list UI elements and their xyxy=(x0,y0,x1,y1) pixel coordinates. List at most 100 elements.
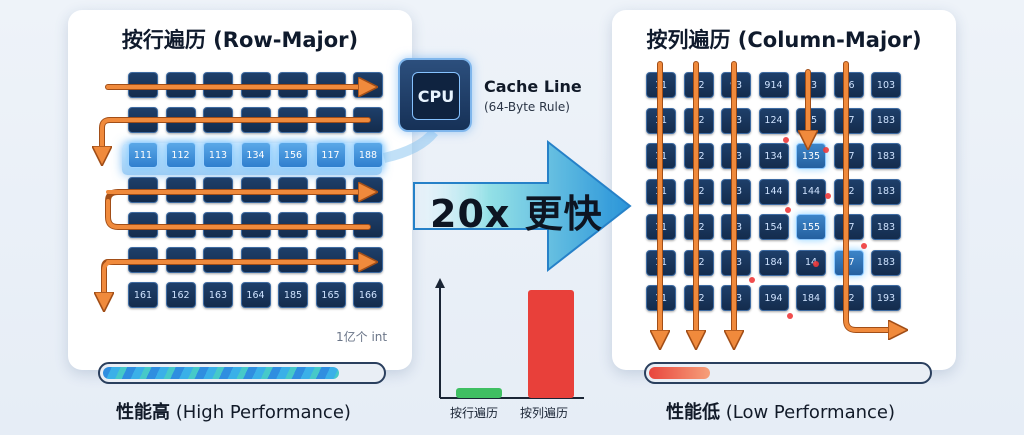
high-performance-label-cn: 性能高 xyxy=(116,402,170,423)
grid-cell: 11 xyxy=(646,214,676,240)
cpu-chip-label: CPU xyxy=(412,72,460,120)
grid-cell: 12 xyxy=(833,178,864,205)
high-performance-fill xyxy=(103,367,339,379)
grid-cell: 165 xyxy=(315,282,346,308)
grid-cell: 156 xyxy=(278,142,308,168)
speedup-label: 20x 更快 xyxy=(430,192,603,236)
grid-cell: 914 xyxy=(758,72,789,98)
grid-cell xyxy=(278,107,308,133)
cache-line-title: Cache Line xyxy=(484,77,582,96)
grid-cell: 11 xyxy=(646,72,676,98)
row-major-bar-label: 按行遍历 xyxy=(450,406,499,420)
row-major-title: 按行遍历 (Row-Major) xyxy=(121,28,359,52)
grid-cell xyxy=(165,107,196,133)
grid-cell xyxy=(128,177,158,203)
grid-cell: 11 xyxy=(646,143,676,169)
grid-cell: 161 xyxy=(128,282,158,308)
high-performance-caption: 性能高 (High Performance) xyxy=(116,398,351,424)
grid-cell xyxy=(315,212,346,238)
grid-cell: 135 xyxy=(796,143,826,169)
grid-cell xyxy=(203,107,233,133)
grid-cell xyxy=(240,107,271,133)
data-size-note: 1亿个 int xyxy=(336,330,388,344)
grid-cell: 11 xyxy=(646,107,676,134)
grid-cell xyxy=(353,177,383,203)
grid-cell: 93 xyxy=(796,72,826,98)
high-performance-label-en: (High Performance) xyxy=(170,402,351,423)
grid-cell: 193 xyxy=(871,285,901,311)
grid-cell xyxy=(278,247,308,273)
grid-cell: 12 xyxy=(683,143,714,169)
grid-cell: 15 xyxy=(796,107,826,134)
column-major-bar-label: 按列遍历 xyxy=(520,406,569,420)
grid-cell xyxy=(128,72,158,98)
grid-cell: 183 xyxy=(871,214,901,240)
grid-cell xyxy=(315,107,346,133)
low-performance-fill xyxy=(649,367,710,379)
grid-cell: 12 xyxy=(683,285,714,311)
grid-cell: 155 xyxy=(796,214,826,240)
high-performance-bar xyxy=(98,362,386,384)
grid-cell: 166 xyxy=(353,282,383,308)
low-performance-caption: 性能低 (Low Performance) xyxy=(666,398,895,424)
grid-cell: 12 xyxy=(683,178,714,205)
grid-cell: 17 xyxy=(833,249,864,276)
cpu-chip-icon: CPU xyxy=(398,58,472,132)
column-major-title: 按列遍历 (Column-Major) xyxy=(646,28,922,52)
grid-cell: 134 xyxy=(758,143,789,169)
grid-cell: 12 xyxy=(683,72,714,98)
cache-line-subtitle: (64-Byte Rule) xyxy=(484,100,570,114)
grid-cell: 13 xyxy=(721,107,751,134)
grid-cell xyxy=(240,72,271,98)
grid-cell: 12 xyxy=(683,249,714,276)
grid-cell xyxy=(165,212,196,238)
grid-cell: 117 xyxy=(315,142,346,168)
grid-cell: 11 xyxy=(646,178,676,205)
grid-cell xyxy=(203,72,233,98)
grid-cell xyxy=(278,72,308,98)
grid-cell xyxy=(128,247,158,273)
grid-cell xyxy=(165,72,196,98)
grid-cell: 183 xyxy=(871,249,901,276)
low-performance-label-en: (Low Performance) xyxy=(720,402,895,423)
grid-cell: 154 xyxy=(758,214,789,240)
grid-cell xyxy=(240,177,271,203)
grid-cell: 17 xyxy=(833,107,864,134)
grid-cell: 111 xyxy=(128,142,158,168)
low-performance-label-cn: 性能低 xyxy=(666,402,720,423)
grid-cell: 124 xyxy=(758,107,789,134)
grid-cell: 194 xyxy=(758,285,789,311)
grid-cell: 183 xyxy=(871,107,901,134)
grid-cell: 14 xyxy=(796,249,826,276)
grid-cell: 184 xyxy=(758,249,789,276)
grid-cell xyxy=(353,72,383,98)
column-major-bar xyxy=(528,290,574,398)
grid-cell: 188 xyxy=(353,142,383,168)
grid-cell: 17 xyxy=(833,143,864,169)
grid-cell: 17 xyxy=(833,214,864,240)
grid-cell xyxy=(128,212,158,238)
grid-cell xyxy=(353,247,383,273)
grid-cell xyxy=(353,107,383,133)
grid-cell: 113 xyxy=(203,142,233,168)
grid-cell: 13 xyxy=(721,143,751,169)
grid-cell xyxy=(128,107,158,133)
grid-cell xyxy=(353,212,383,238)
grid-cell: 112 xyxy=(165,142,196,168)
grid-cell xyxy=(278,212,308,238)
grid-cell xyxy=(203,212,233,238)
grid-cell xyxy=(165,177,196,203)
grid-cell xyxy=(278,177,308,203)
grid-cell: 183 xyxy=(871,143,901,169)
grid-cell xyxy=(165,247,196,273)
grid-cell xyxy=(315,72,346,98)
grid-cell: 134 xyxy=(240,142,271,168)
row-major-bar xyxy=(456,388,502,398)
grid-cell xyxy=(315,177,346,203)
grid-cell: 144 xyxy=(796,178,826,205)
grid-cell: 12 xyxy=(683,214,714,240)
grid-cell: 13 xyxy=(721,285,751,311)
grid-cell: 11 xyxy=(646,285,676,311)
grid-cell: 13 xyxy=(721,249,751,276)
grid-cell: 164 xyxy=(240,282,271,308)
